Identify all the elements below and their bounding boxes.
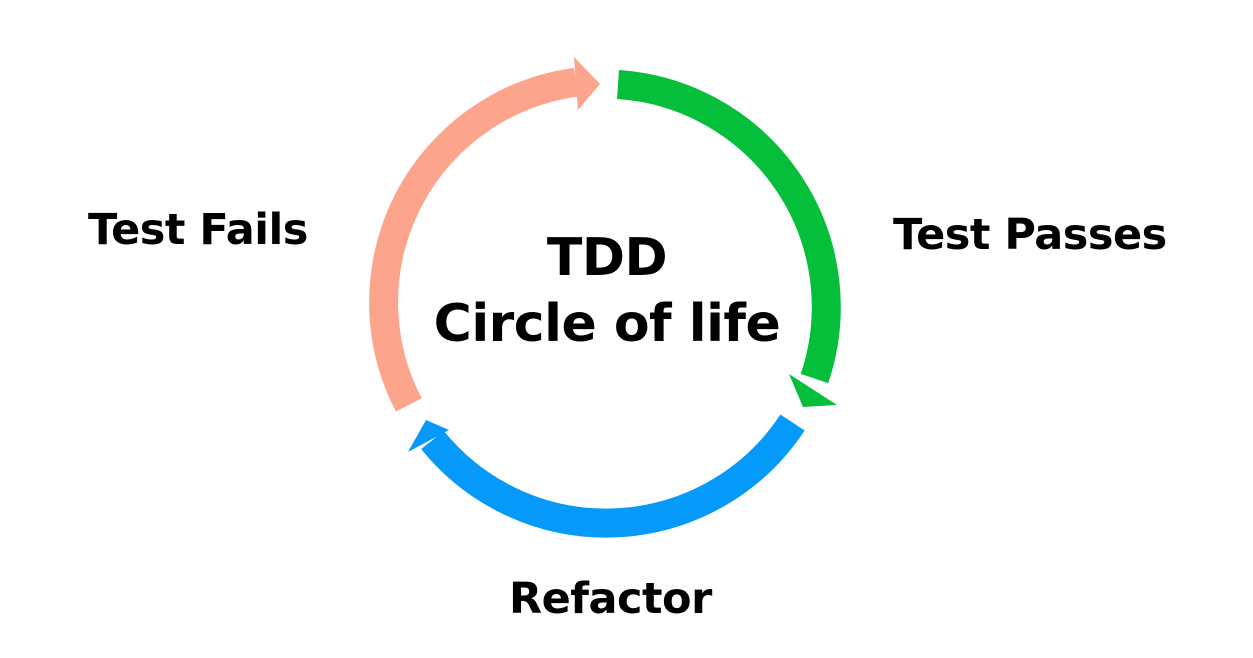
refactor-arc [421, 414, 805, 538]
center-title-line1: TDD [546, 228, 668, 288]
test-passes-label: Test Passes [893, 210, 1167, 260]
test-passes-arc [617, 70, 841, 384]
test-passes-arrowhead [789, 374, 837, 407]
test-fails-arc [369, 67, 578, 412]
center-title-line2: Circle of life [433, 294, 781, 354]
refactor-arrowhead [408, 420, 449, 452]
test-fails-label: Test Fails [88, 205, 308, 255]
refactor-label: Refactor [509, 574, 712, 624]
test-fails-arrowhead [574, 57, 600, 110]
